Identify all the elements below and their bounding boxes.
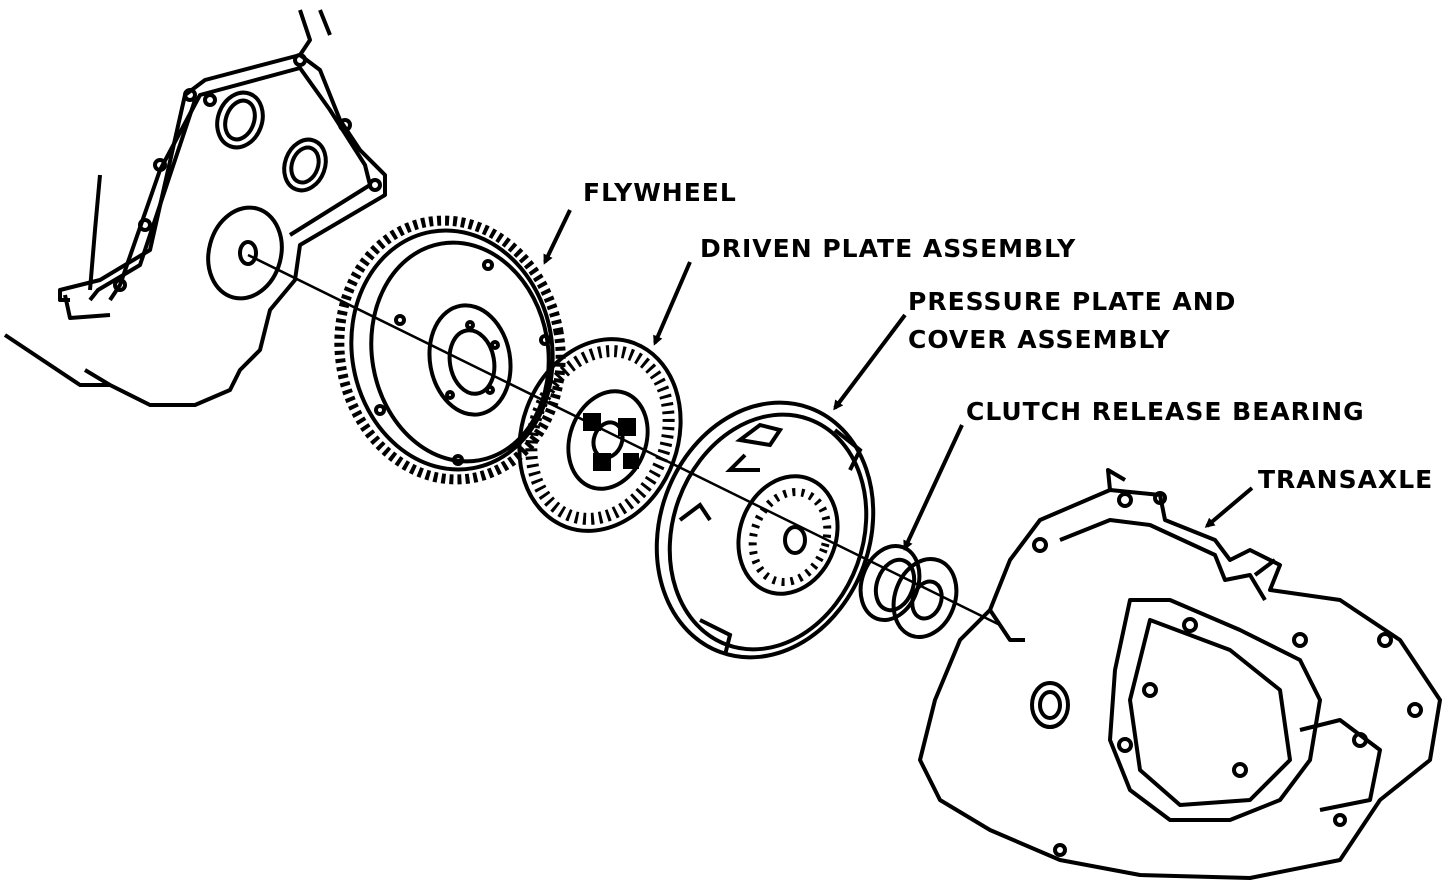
release-bearing: [858, 544, 959, 639]
label-pressure-line1: PRESSURE PLATE AND: [908, 287, 1237, 316]
label-pressure-plate-cover-assembly: PRESSURE PLATE AND COVER ASSEMBLY: [908, 283, 1236, 359]
arrow-release-bearing: [903, 424, 964, 551]
leader-arrows: [543, 209, 1254, 551]
transaxle: [918, 468, 1442, 880]
engine-block: [3, 9, 387, 407]
pressure-plate: [654, 400, 876, 660]
label-driven-plate-assembly: DRIVEN PLATE ASSEMBLY: [700, 234, 1077, 263]
label-clutch-release-bearing: CLUTCH RELEASE BEARING: [966, 397, 1365, 426]
driven-plate: [517, 337, 683, 533]
arrow-flywheel: [543, 209, 572, 265]
label-pressure-line2: COVER ASSEMBLY: [908, 325, 1171, 354]
arrow-driven-plate: [653, 261, 692, 346]
flywheel: [334, 215, 566, 485]
label-transaxle: TRANSAXLE: [1258, 465, 1434, 494]
arrow-transaxle: [1204, 486, 1254, 528]
arrow-pressure-plate: [833, 313, 907, 411]
label-flywheel: FLYWHEEL: [583, 178, 737, 207]
